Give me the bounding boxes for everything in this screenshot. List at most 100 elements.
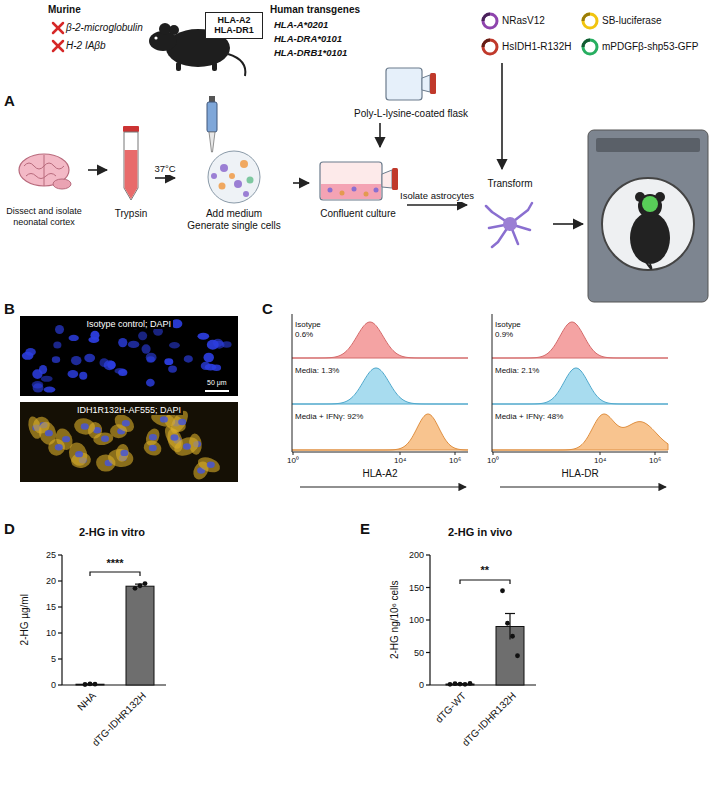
single-cells xyxy=(234,180,242,188)
micrograph xyxy=(222,341,232,347)
plasmid-icon xyxy=(583,40,590,47)
micrograph xyxy=(142,344,151,354)
pipette xyxy=(209,132,215,152)
knockout-mark xyxy=(53,23,63,33)
bar-chart xyxy=(458,682,463,687)
tick-label: 5 xyxy=(51,654,56,664)
flow-arrow xyxy=(88,169,107,171)
plasmid-icon xyxy=(583,40,597,54)
micrograph xyxy=(20,402,238,482)
bar-chart xyxy=(58,555,166,687)
gene-name: β-2-microglobulin xyxy=(66,22,143,34)
micrograph xyxy=(53,342,61,349)
flow-arrow xyxy=(407,204,467,206)
single-cells xyxy=(208,151,260,203)
culture-step: Transform xyxy=(470,172,550,252)
micrograph xyxy=(118,338,127,347)
micrograph xyxy=(122,420,130,426)
panel-letter: C xyxy=(262,300,273,317)
micrograph xyxy=(118,369,127,376)
pipette xyxy=(207,96,217,152)
single-cells xyxy=(219,183,226,190)
bar-chart xyxy=(126,586,154,685)
gate-label: Isotype xyxy=(495,320,521,329)
trypsin-tube xyxy=(125,150,138,199)
tick-label: 150 xyxy=(409,583,424,593)
transgene-name: HLA-A*0201 xyxy=(274,20,328,31)
culture-step: Dissect and isolate neonatal cortex xyxy=(3,140,85,228)
bar-chart xyxy=(500,588,505,593)
bar-chart xyxy=(426,554,430,555)
micrograph xyxy=(207,462,215,468)
flow-histogram xyxy=(400,452,401,455)
tick-label: 10⁶ xyxy=(449,456,461,465)
single-cells xyxy=(247,177,254,184)
scale-label: 50 μm xyxy=(205,379,229,387)
category-label: dTG-IDHR132H xyxy=(460,690,518,748)
bar-chart xyxy=(426,587,430,588)
axis-title: 2-HG µg/ml xyxy=(18,594,30,645)
transgenic-mouse xyxy=(176,62,181,71)
bar-chart xyxy=(58,658,62,659)
micrograph xyxy=(107,361,116,369)
image-caption: IDH1R132H-AF555; DAPI xyxy=(75,405,183,415)
bar-chart xyxy=(143,581,148,586)
tick-label: 100 xyxy=(409,615,424,625)
flow-histogram xyxy=(292,314,293,452)
micrograph xyxy=(22,352,34,360)
category-label: dTG-WT xyxy=(433,690,468,725)
bar-chart xyxy=(510,634,515,639)
panel-letter: A xyxy=(4,92,15,109)
chart-title: 2-HG in vivo xyxy=(448,526,512,539)
group-heading: Murine xyxy=(48,4,81,16)
node-text: SB-luciferase xyxy=(578,8,708,34)
astrocyte xyxy=(486,203,532,247)
culture-flask xyxy=(328,188,333,193)
axis-title: HLA-DR xyxy=(562,468,599,480)
bar-chart xyxy=(61,555,62,685)
edge-label: 37°C xyxy=(154,164,177,175)
micrograph xyxy=(39,365,47,374)
bar-chart xyxy=(138,583,143,588)
micrograph xyxy=(120,450,128,456)
culture-flask xyxy=(386,68,422,100)
single-cells xyxy=(220,164,228,172)
micrograph xyxy=(169,342,180,349)
micrograph xyxy=(196,454,223,475)
knockout-mark xyxy=(53,23,63,51)
bar-chart xyxy=(426,555,536,687)
knockout-mark xyxy=(53,23,63,33)
gate-label: Media + IFNγ: 48% xyxy=(495,412,563,421)
micrograph xyxy=(45,436,68,459)
micrograph xyxy=(79,372,87,380)
brain-tissue xyxy=(53,179,71,189)
significance-mark: **** xyxy=(107,557,124,570)
micrograph xyxy=(81,423,89,429)
micrograph xyxy=(184,355,193,362)
micrograph xyxy=(164,358,173,365)
category-label: dTG-IDHR132H xyxy=(90,690,148,748)
tick-label: 0 xyxy=(419,680,424,690)
node-text: Trypsin xyxy=(115,208,147,220)
tick-label: 20 xyxy=(46,576,56,586)
transgene-name: HLA-DRA*0101 xyxy=(274,34,342,45)
gate-label: 0.6% xyxy=(295,330,313,339)
micrograph xyxy=(75,451,83,457)
gate-label: Media + IFNγ: 92% xyxy=(295,412,363,421)
significance-mark: ** xyxy=(481,564,490,577)
micrograph xyxy=(146,353,157,363)
flow-histogram xyxy=(655,452,656,455)
transgenic-mouse xyxy=(212,62,217,71)
node-text: HsIDH1-R132H xyxy=(478,34,578,60)
bar-chart xyxy=(426,652,430,653)
culture-flask xyxy=(392,168,398,190)
tick-label: 10⁰ xyxy=(287,456,299,465)
micrograph xyxy=(115,443,130,462)
brain-tissue xyxy=(19,154,71,189)
micrograph xyxy=(84,354,95,362)
bar-chart xyxy=(426,684,430,685)
bar-chart xyxy=(93,682,98,687)
category-label: NHA xyxy=(75,690,98,713)
bar-chart xyxy=(453,681,458,686)
